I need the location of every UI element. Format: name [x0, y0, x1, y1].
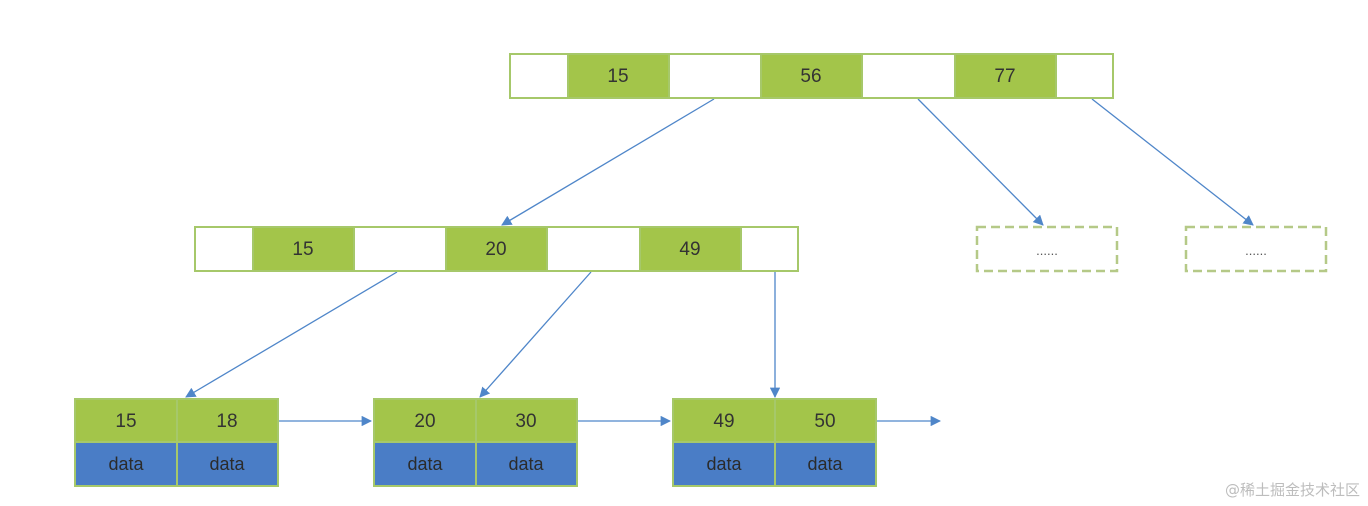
leaf-data-label: data — [407, 454, 443, 474]
leaf-node-2: 20 30 data data — [373, 398, 578, 487]
edge-internal-to-leaf-1 — [185, 271, 398, 398]
internal-pointer-slot — [195, 227, 253, 271]
root-key-cell — [568, 54, 669, 98]
root-pointer-slot — [862, 54, 955, 98]
leaf-key-cell — [177, 399, 278, 442]
leaf-key-label: 20 — [414, 411, 435, 432]
leaf-key-cell — [775, 399, 876, 442]
root-pointer-slot — [669, 54, 761, 98]
internal-pointer-slot — [354, 227, 446, 271]
leaf-key-cell — [75, 399, 177, 442]
internal-pointer-slot — [547, 227, 640, 271]
leaf-data-cell — [775, 442, 876, 486]
internal-key-label: 49 — [679, 239, 700, 260]
internal-key-label: 20 — [485, 239, 506, 260]
leaf-data-label: data — [108, 454, 144, 474]
edge-internal-to-leaf-2 — [479, 271, 592, 398]
leaf-key-cell — [476, 399, 577, 442]
internal-key-cell — [253, 227, 354, 271]
leaf-data-label: data — [807, 454, 843, 474]
leaf-key-label: 49 — [713, 411, 734, 432]
leaf-data-cell — [177, 442, 278, 486]
root-key-label: 15 — [607, 66, 628, 87]
root-key-label: 56 — [800, 66, 821, 87]
tree-edges — [185, 98, 1254, 427]
root-key-cell — [761, 54, 862, 98]
internal-pointer-slot — [741, 227, 798, 271]
leaf-data-cell — [476, 442, 577, 486]
leaf-data-cell — [75, 442, 177, 486]
internal-key-cell — [446, 227, 547, 271]
leaf-key-label: 30 — [515, 411, 536, 432]
leaf-node-1: 15 18 data data — [74, 398, 279, 487]
placeholder-node: ...... — [1184, 225, 1328, 273]
leaf-data-label: data — [209, 454, 245, 474]
root-node: 15 56 77 — [509, 53, 1114, 99]
leaf-data-label: data — [508, 454, 544, 474]
root-pointer-slot — [510, 54, 568, 98]
root-pointer-slot — [1056, 54, 1113, 98]
root-key-cell — [955, 54, 1056, 98]
internal-key-cell — [640, 227, 741, 271]
placeholder-ellipsis: ...... — [1245, 243, 1267, 258]
placeholder-ellipsis: ...... — [1036, 243, 1058, 258]
internal-node: 15 20 49 — [194, 226, 799, 272]
root-key-label: 77 — [994, 66, 1015, 87]
edge-root-to-internal — [501, 98, 715, 226]
leaf-key-cell — [673, 399, 775, 442]
leaf-key-cell — [374, 399, 476, 442]
placeholder-node: ...... — [975, 225, 1119, 273]
internal-key-label: 15 — [292, 239, 313, 260]
leaf-key-label: 50 — [814, 411, 835, 432]
edge-root-to-placeholder-2 — [1091, 98, 1254, 226]
edge-root-to-placeholder-1 — [917, 98, 1044, 226]
leaf-key-label: 18 — [216, 411, 237, 432]
leaf-key-label: 15 — [115, 411, 136, 432]
leaf-data-cell — [374, 442, 476, 486]
leaf-data-cell — [673, 442, 775, 486]
watermark: @稀土掘金技术社区 — [1224, 481, 1360, 499]
leaf-node-3: 49 50 data data — [672, 398, 877, 487]
leaf-data-label: data — [706, 454, 742, 474]
